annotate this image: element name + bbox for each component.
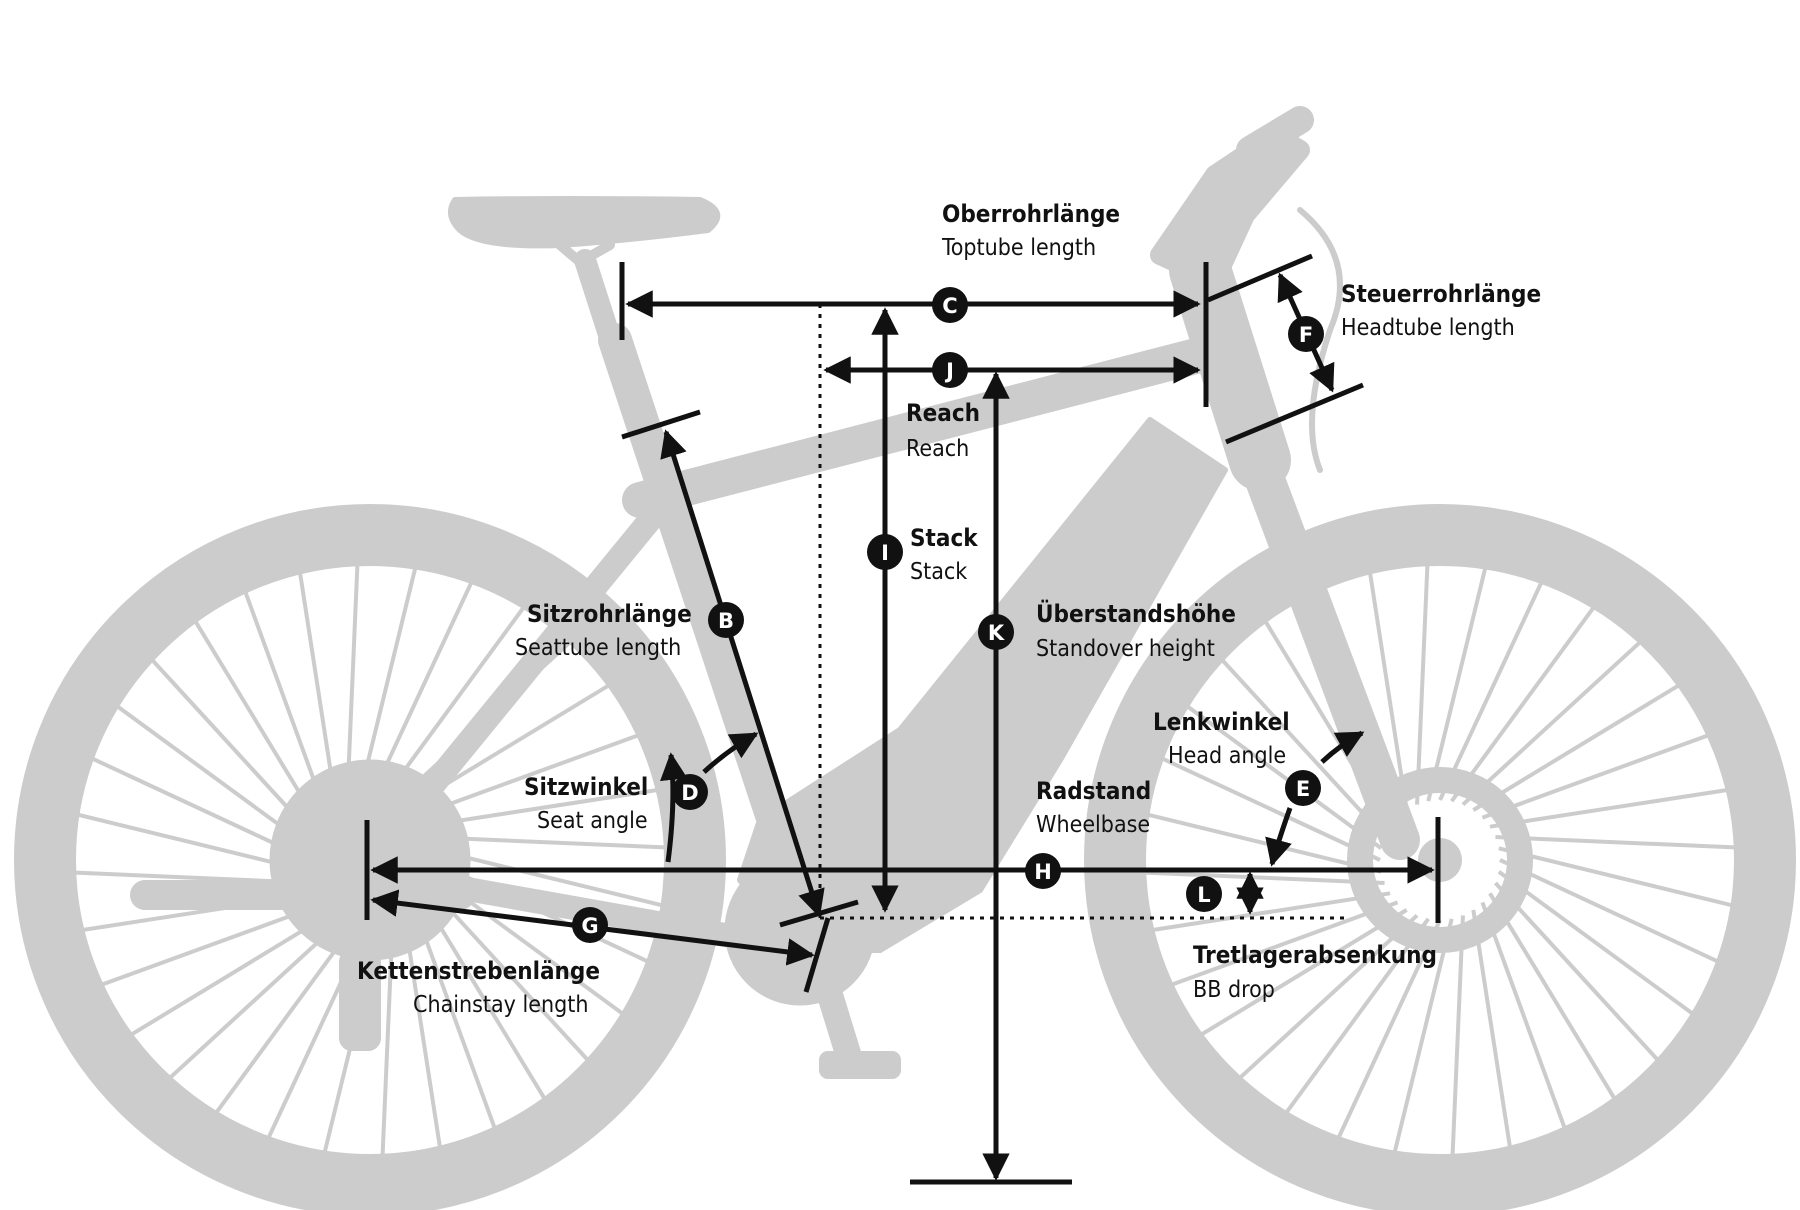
- svg-text:Oberrohrlänge: Oberrohrlänge: [942, 200, 1120, 228]
- front-wheel-spoke: [1200, 908, 1408, 1036]
- front-wheel-spoke: [1497, 870, 1694, 1015]
- seattube-arrow: [660, 429, 825, 918]
- front-wheel-spoke: [1162, 757, 1381, 862]
- svg-text:Tretlagerabsenkung: Tretlagerabsenkung: [1193, 941, 1437, 969]
- svg-text:E: E: [1296, 777, 1310, 801]
- measurement-lines: [364, 253, 1441, 1185]
- label-toptube: Oberrohrlänge Toptube length: [941, 200, 1120, 261]
- label-chainstay: Kettenstrebenlänge Chainstay length: [357, 957, 600, 1018]
- badge-d: D: [672, 774, 708, 810]
- label-standover: Überstandshöhe Standover height: [1036, 598, 1236, 662]
- front-wheel-spoke: [1471, 909, 1512, 1147]
- badge-l: L: [1186, 876, 1222, 912]
- label-reach: Reach Reach: [906, 399, 980, 462]
- svg-text:F: F: [1299, 323, 1313, 347]
- badge-f: F: [1288, 316, 1324, 352]
- svg-text:Reach: Reach: [906, 399, 980, 427]
- front-wheel-spoke: [1489, 788, 1727, 829]
- svg-text:Lenkwinkel: Lenkwinkel: [1153, 708, 1290, 736]
- svg-text:H: H: [1034, 860, 1052, 884]
- front-wheel-spoke: [1415, 565, 1430, 805]
- svg-text:Seattube length: Seattube length: [515, 635, 681, 661]
- seattube-top-tick: [621, 409, 701, 440]
- svg-text:D: D: [681, 781, 698, 805]
- front-wheel-spoke: [1493, 881, 1659, 1061]
- front-wheel-spoke: [1171, 900, 1399, 987]
- svg-text:Reach: Reach: [906, 436, 969, 462]
- svg-text:BB drop: BB drop: [1193, 977, 1275, 1003]
- badge-g: G: [572, 907, 608, 943]
- svg-text:Sitzwinkel: Sitzwinkel: [524, 773, 648, 801]
- badge-i: I: [867, 534, 903, 570]
- front-wheel-spoke: [1153, 891, 1391, 932]
- badge-b: B: [708, 602, 744, 638]
- front-wheel-spoke: [1438, 582, 1543, 801]
- bike-frame: [130, 106, 1532, 1079]
- svg-text:C: C: [942, 294, 957, 318]
- svg-text:Kettenstrebenlänge: Kettenstrebenlänge: [357, 957, 600, 985]
- svg-text:Radstand: Radstand: [1036, 777, 1151, 805]
- headtube-top-tick: [1207, 253, 1313, 303]
- svg-text:Toptube length: Toptube length: [941, 235, 1096, 261]
- head-angle-arc-low: [1265, 807, 1293, 867]
- front-wheel-spoke: [1186, 705, 1383, 850]
- front-wheel-spoke: [1239, 913, 1419, 1079]
- label-wheelbase: Radstand Wheelbase: [1036, 777, 1151, 838]
- svg-text:Sitzrohrlänge: Sitzrohrlänge: [527, 600, 692, 628]
- svg-text:L: L: [1197, 883, 1210, 907]
- svg-text:Chainstay length: Chainstay length: [413, 992, 588, 1018]
- front-wheel-spoke: [1498, 846, 1732, 908]
- label-headtube: Steuerrohrlänge Headtube length: [1341, 280, 1541, 341]
- label-seat-angle: Sitzwinkel Seat angle: [524, 773, 648, 834]
- badge-e: E: [1285, 770, 1321, 806]
- badge-k: K: [978, 614, 1014, 650]
- svg-text:Überstandshöhe: Überstandshöhe: [1036, 598, 1236, 628]
- front-wheel-spoke: [1392, 918, 1454, 1152]
- seat-angle-arc: [660, 752, 688, 863]
- front-wheel-spoke: [1461, 641, 1641, 807]
- chainstay-bb-tick: [803, 917, 831, 993]
- front-wheel-spoke: [1495, 835, 1735, 850]
- badge-c: C: [932, 287, 968, 323]
- svg-text:Seat angle: Seat angle: [537, 808, 648, 834]
- measurement-labels: Sitzrohrlänge Seattube length Oberrohrlä…: [357, 200, 1541, 1018]
- svg-text:G: G: [581, 914, 598, 938]
- front-wheel-spoke: [1426, 568, 1488, 802]
- svg-text:Headtube length: Headtube length: [1341, 315, 1515, 341]
- front-wheel-spoke: [1285, 917, 1430, 1114]
- label-head-angle: Lenkwinkel Head angle: [1153, 708, 1290, 769]
- front-wheel-spoke: [1450, 915, 1465, 1155]
- svg-text:B: B: [718, 609, 734, 633]
- badge-h: H: [1025, 853, 1061, 889]
- svg-text:Stack: Stack: [910, 524, 978, 552]
- seat-angle-arc-top: [702, 731, 759, 774]
- svg-text:J: J: [944, 359, 954, 383]
- label-bb-drop: Tretlagerabsenkung BB drop: [1193, 941, 1437, 1003]
- svg-text:Standover height: Standover height: [1036, 636, 1215, 662]
- front-wheel-spoke: [1221, 659, 1387, 839]
- label-stack: Stack Stack: [910, 524, 978, 585]
- measurement-badges: B C D E F G H I J K L: [572, 287, 1324, 943]
- svg-text:Stack: Stack: [910, 559, 967, 585]
- front-wheel-spoke: [1368, 573, 1409, 811]
- svg-text:Head angle: Head angle: [1168, 743, 1286, 769]
- svg-text:Steuerrohrlänge: Steuerrohrlänge: [1341, 280, 1541, 308]
- front-wheel-spoke: [1337, 919, 1442, 1138]
- front-wheel-spoke: [1481, 733, 1709, 820]
- badge-j: J: [932, 352, 968, 388]
- front-wheel-spoke: [1480, 901, 1567, 1129]
- front-wheel-spoke: [1472, 684, 1680, 812]
- svg-text:K: K: [988, 621, 1005, 645]
- svg-text:I: I: [881, 541, 889, 565]
- front-wheel-spoke: [1499, 858, 1718, 963]
- front-wheel-spoke: [1488, 892, 1616, 1100]
- svg-text:Wheelbase: Wheelbase: [1036, 812, 1150, 838]
- headtube-bottom-tick: [1225, 382, 1364, 445]
- front-wheel-spoke: [1450, 606, 1595, 803]
- label-seattube: Sitzrohrlänge Seattube length: [515, 600, 692, 661]
- head-angle-arc-high: [1320, 730, 1365, 764]
